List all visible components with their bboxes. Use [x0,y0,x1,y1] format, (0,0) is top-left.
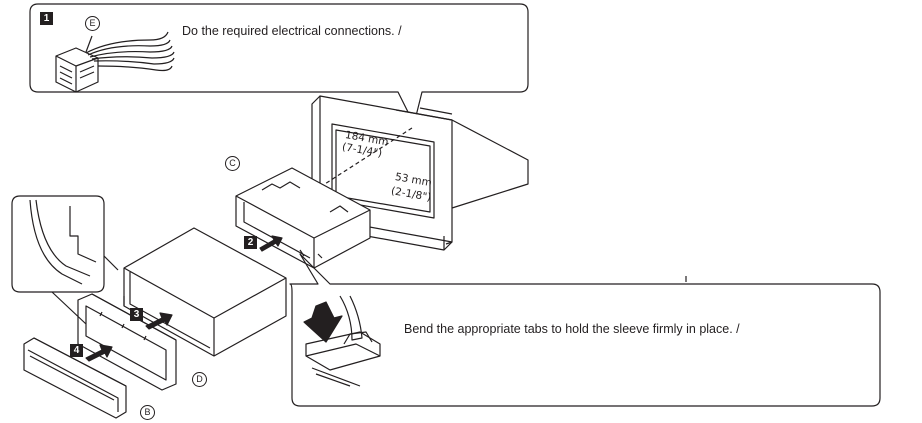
detail-magnifier [11,195,119,325]
step1-instruction: Do the required electrical connections. … [182,24,402,38]
step2-arrow-icon [259,235,283,252]
bend-tabs-callout-bubble [289,253,881,407]
step1-callout-bubble [29,3,529,125]
faceplate [23,337,127,419]
step1-badge: 1 [40,12,53,25]
part-label-faceplate: B [140,405,155,420]
receiver-chassis [123,227,287,357]
bend-tab-illustration [303,295,381,387]
part-label-sleeve: C [225,156,240,171]
bend-tabs-instruction: Bend the appropriate tabs to hold the sl… [404,322,740,336]
step4-arrow-icon [85,344,113,362]
step3-arrow-icon [145,312,173,330]
part-label-trim-ring: D [192,372,207,387]
step3-badge: 3 [130,308,143,321]
step4-badge: 4 [70,344,83,357]
step2-badge: 2 [244,236,257,249]
part-label-connector: E [85,16,100,31]
wiring-connector-icon [55,31,175,93]
